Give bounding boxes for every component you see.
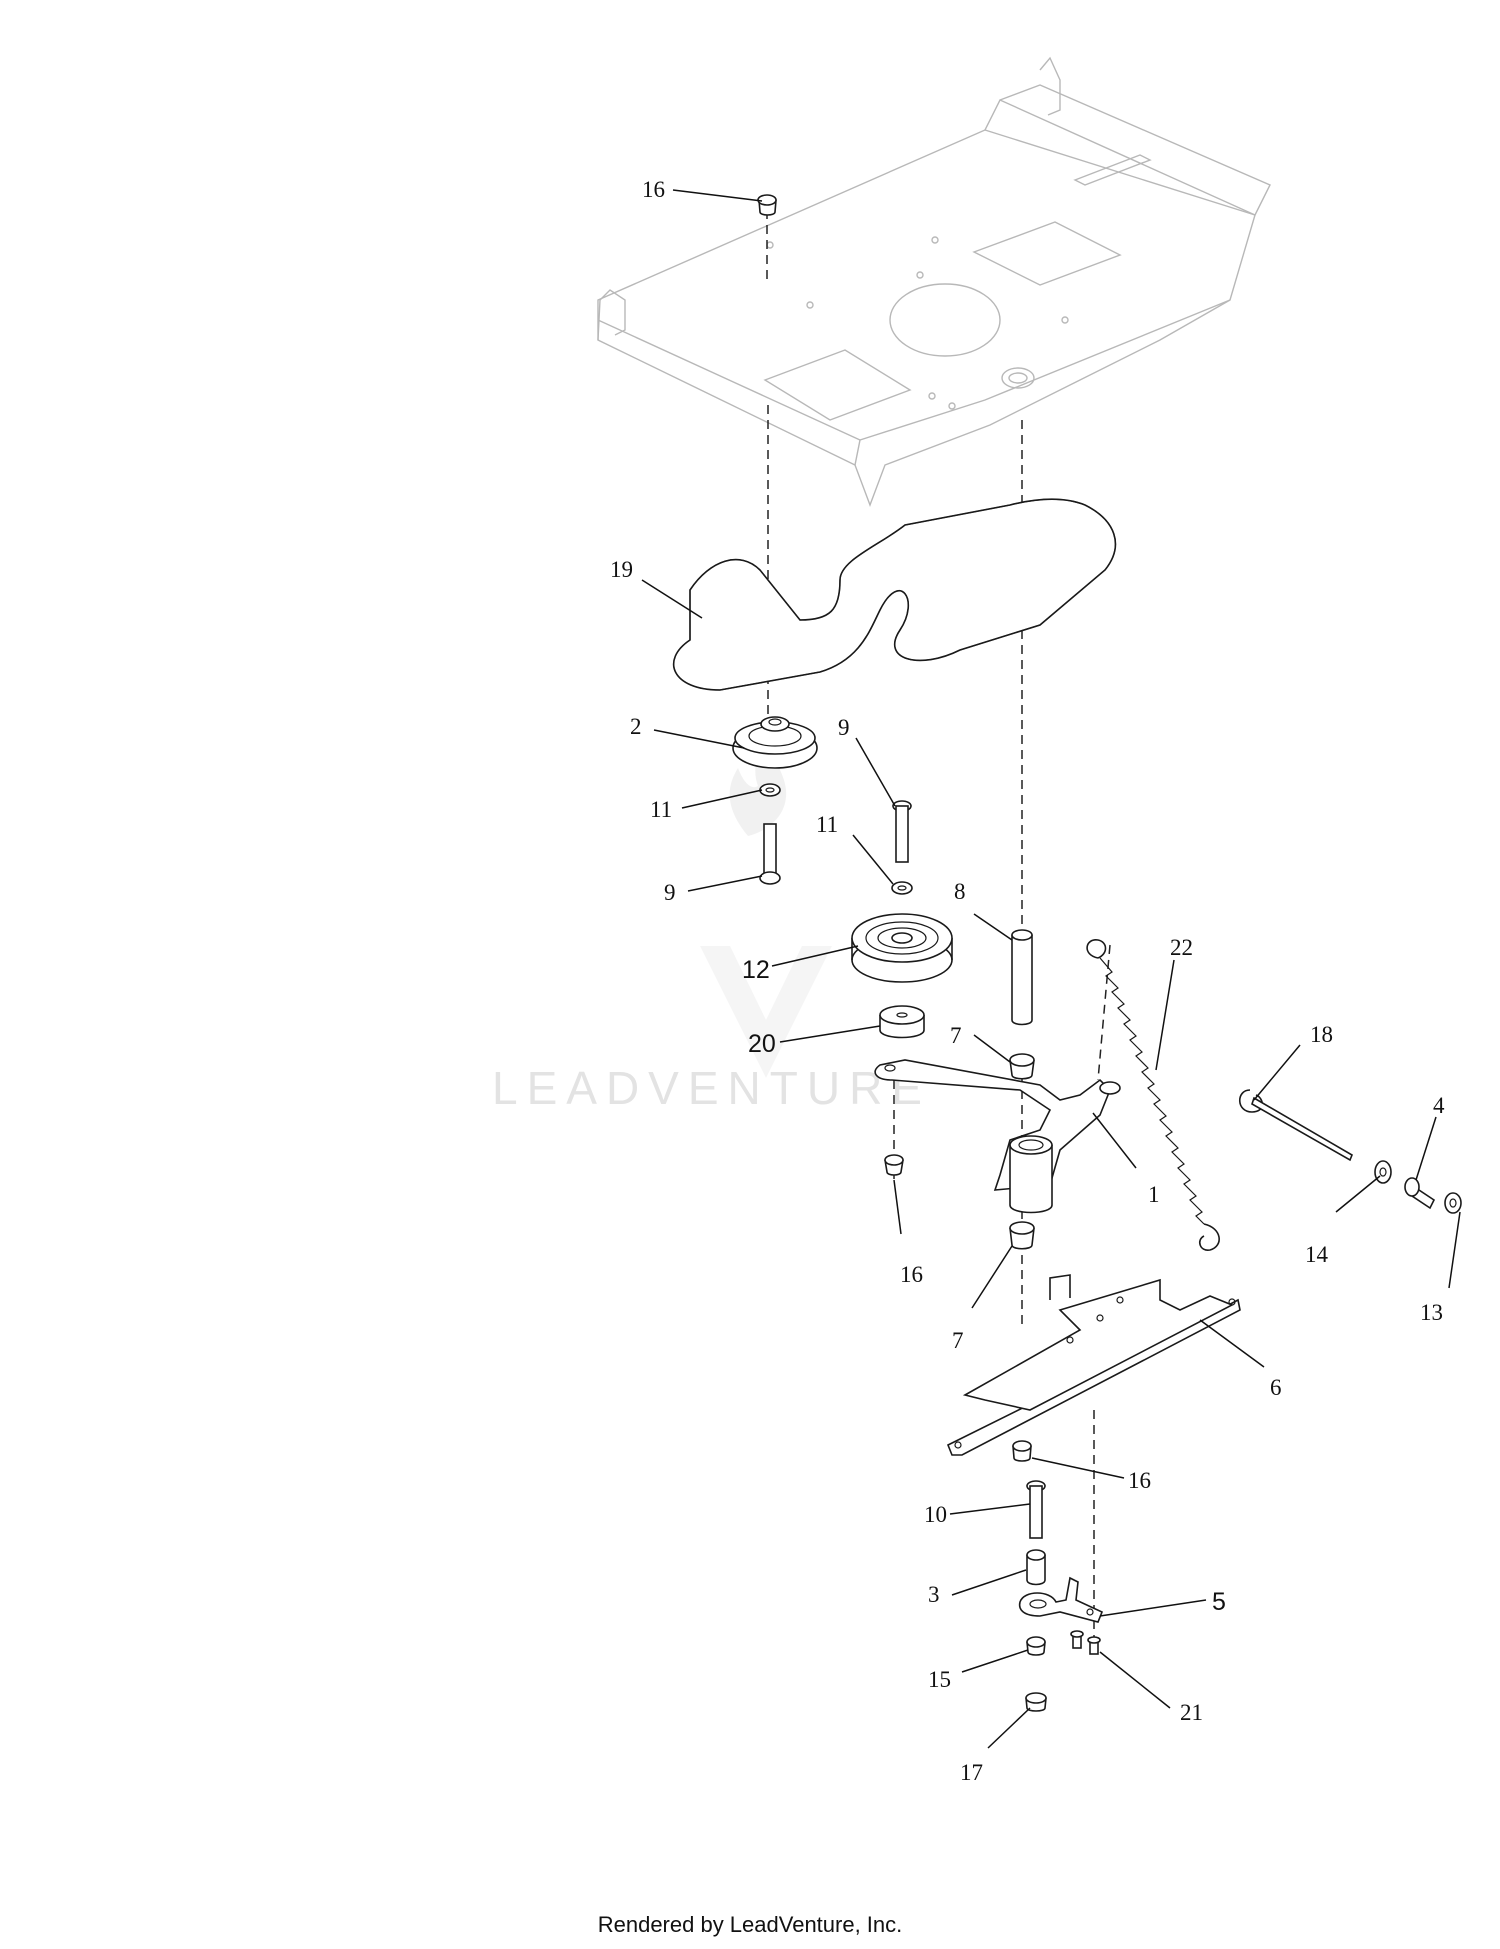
- render-credit: Rendered by LeadVenture, Inc.: [597, 1912, 903, 1937]
- callout-1: 1: [1148, 1182, 1160, 1207]
- drive-belt: [672, 498, 1117, 691]
- callout-14: 14: [1305, 1242, 1329, 1267]
- bushing-top: [1009, 1053, 1035, 1080]
- callout-10: 10: [924, 1502, 947, 1527]
- bolt-left: [759, 823, 781, 885]
- callout-21: 21: [1180, 1700, 1203, 1725]
- callout-labels: 16 19 2 9 11 11 9 8 22 12 7 18 20 4 1 14…: [610, 177, 1445, 1785]
- watermark: LEADVENTURE: [492, 736, 931, 1114]
- callout-7-bottom: 7: [952, 1328, 964, 1353]
- idler-pulley-large: [851, 913, 953, 983]
- callout-17: 17: [960, 1760, 983, 1785]
- callout-11-right: 11: [816, 812, 838, 837]
- stop-bracket: [1018, 1576, 1104, 1623]
- nut-lower: [1012, 1440, 1032, 1462]
- washer-right: [891, 881, 913, 895]
- spacer-4: [1404, 1177, 1436, 1210]
- callout-19: 19: [610, 557, 633, 582]
- callout-7-top: 7: [950, 1023, 962, 1048]
- washer-14: [1374, 1160, 1392, 1184]
- washer-right-hole: [897, 885, 907, 891]
- callout-4: 4: [1433, 1093, 1445, 1118]
- idler-arm: [874, 1059, 1121, 1214]
- washer-left-hole: [765, 787, 775, 793]
- bolt-right: [892, 800, 912, 863]
- eye-bolt: [1238, 1089, 1353, 1162]
- bolt-21: [1070, 1630, 1101, 1655]
- callout-13: 13: [1420, 1300, 1443, 1325]
- callout-15: 15: [928, 1667, 951, 1692]
- bushing-3: [1026, 1549, 1046, 1586]
- callout-2: 2: [630, 714, 642, 739]
- callout-8: 8: [954, 879, 966, 904]
- nut-13: [1444, 1192, 1462, 1214]
- extension-spring: [1086, 939, 1220, 1251]
- callout-9-left: 9: [664, 880, 676, 905]
- callout-20: 20: [748, 1030, 776, 1058]
- deck-plate: [597, 56, 1271, 507]
- nut-mid: [884, 1154, 904, 1176]
- leader-lines: [641, 189, 1461, 1749]
- sleeve: [1011, 929, 1033, 1026]
- idler-pulley-small: [732, 716, 818, 769]
- callout-16-lower: 16: [1128, 1468, 1151, 1493]
- callout-16-mid: 16: [900, 1262, 923, 1287]
- callout-6: 6: [1270, 1375, 1282, 1400]
- watermark-text: LEADVENTURE: [492, 1062, 931, 1114]
- callout-12: 12: [742, 956, 770, 984]
- spacer: [879, 1005, 925, 1039]
- callout-18: 18: [1310, 1022, 1333, 1047]
- bushing-bottom: [1009, 1221, 1035, 1250]
- callout-11-left: 11: [650, 797, 672, 822]
- nut-17: [1025, 1692, 1047, 1712]
- mounting-bracket: [946, 1274, 1241, 1456]
- nut-top: [757, 194, 777, 216]
- callout-5: 5: [1212, 1588, 1226, 1616]
- washer-left: [759, 783, 781, 797]
- callout-22: 22: [1170, 935, 1193, 960]
- callout-16-top: 16: [642, 177, 665, 202]
- nut-15: [1026, 1636, 1046, 1656]
- bolt-10: [1026, 1480, 1046, 1539]
- callout-3: 3: [928, 1582, 940, 1607]
- callout-9-right: 9: [838, 715, 850, 740]
